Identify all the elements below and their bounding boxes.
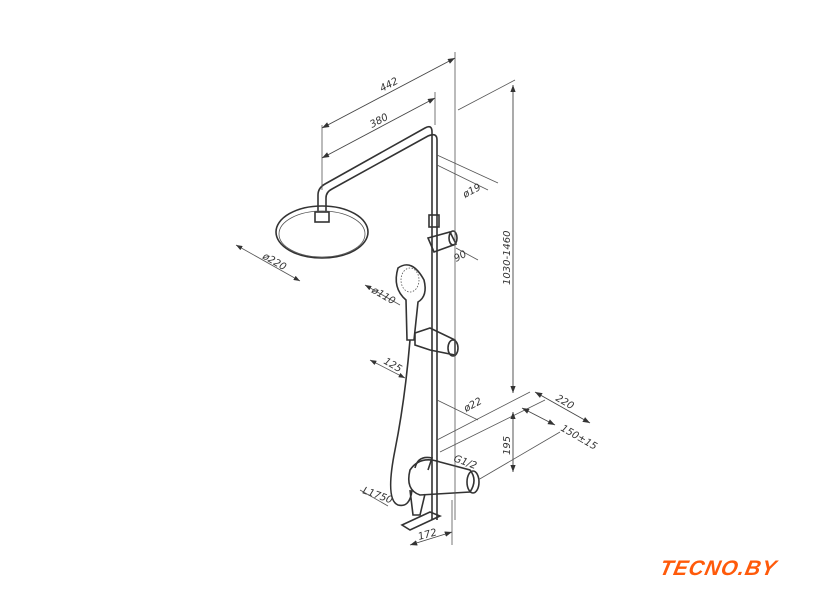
dim-depth-220: 220 (554, 393, 576, 412)
dim-inlet-spacing: 150±15 (559, 423, 599, 453)
hand-shower (395, 264, 426, 341)
dimension-lines (235, 52, 591, 546)
dim-pipe-22: ø22 (461, 396, 484, 415)
dim-mixer-195: 195 (502, 436, 513, 455)
dim-pipe-19: ø19 (460, 182, 483, 201)
bath-mixer (400, 456, 480, 531)
tecno-by-logo: TECNO.BY (657, 557, 780, 580)
hose-length: L1750 (361, 485, 394, 506)
dim-head-220: ø220 (260, 251, 288, 274)
dim-hand-110: ø110 (369, 285, 397, 308)
dim-spout-172: 172 (417, 527, 438, 543)
hand-shower-holder (426, 230, 458, 254)
rain-shower-head (275, 205, 369, 259)
dim-height-range: 1030-1460 (502, 230, 513, 285)
shower-hose (389, 339, 413, 507)
dim-442: 442 (378, 76, 400, 95)
dim-slider-125: 125 (382, 356, 404, 375)
dim-holder-90: 90 (452, 249, 468, 265)
